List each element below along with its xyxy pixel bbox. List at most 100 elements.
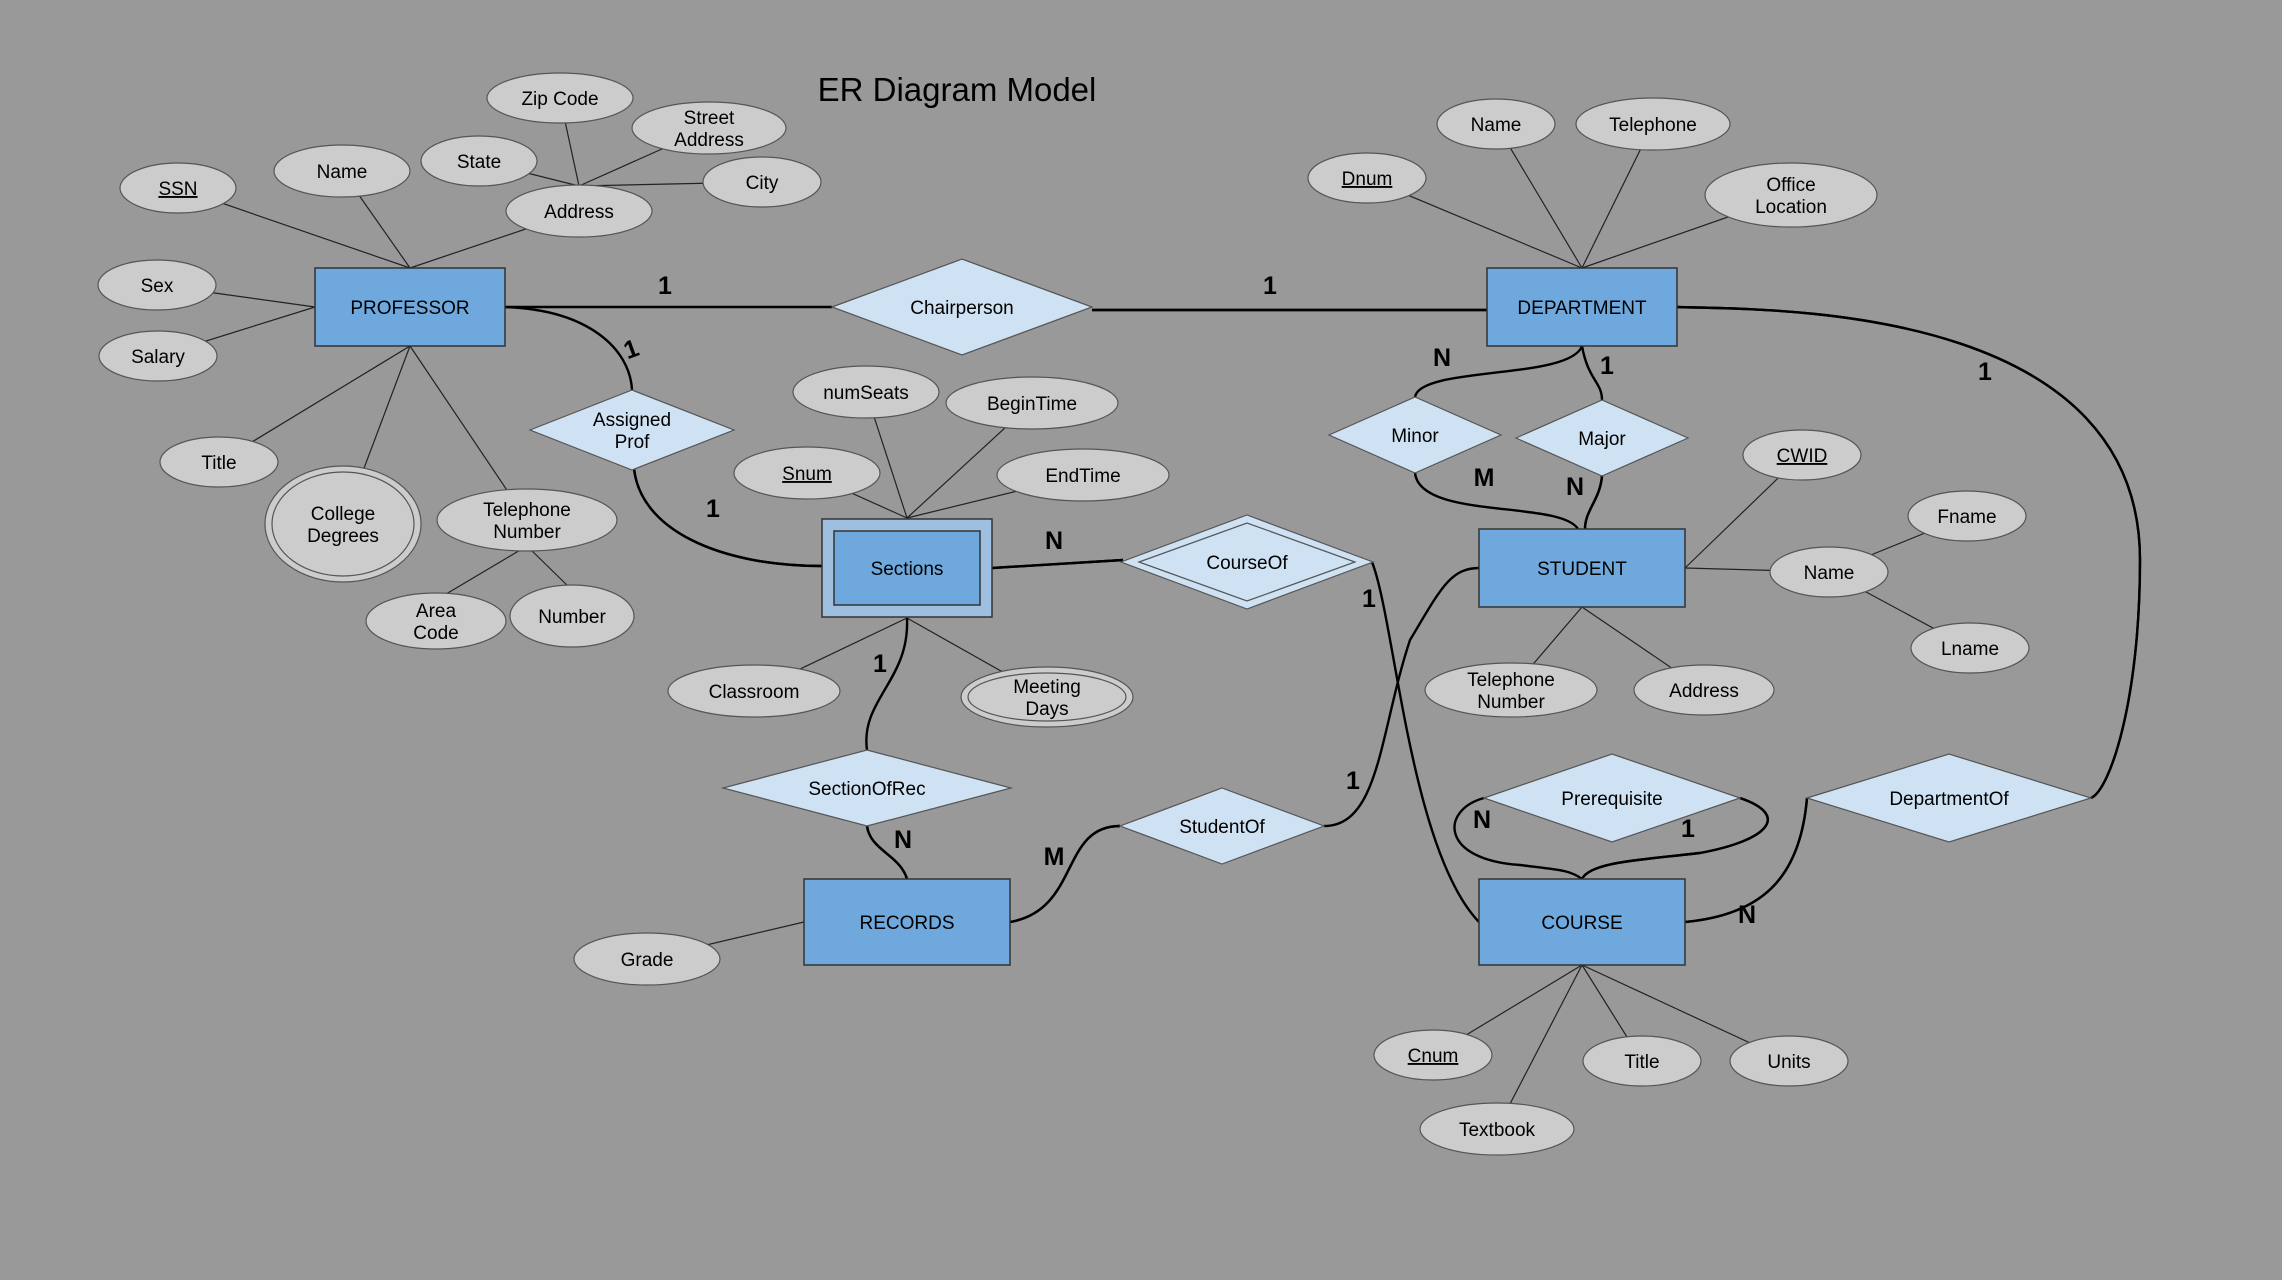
attribute-prof-number[interactable]: Number xyxy=(509,584,635,648)
department-minor-link xyxy=(1413,345,1584,398)
attribute-ellipse xyxy=(436,488,618,552)
relationship-studentof[interactable]: StudentOf xyxy=(1118,787,1326,865)
shape-label: Zip Code xyxy=(521,89,598,110)
attribute-ellipse xyxy=(733,446,881,500)
attribute-prof-city[interactable]: City xyxy=(702,156,822,208)
attribute-prof-ssn[interactable]: SSN xyxy=(119,162,237,214)
shape-label: StudentOf xyxy=(1179,817,1265,838)
attribute-prof-zip[interactable]: Zip Code xyxy=(486,72,634,124)
entity-records[interactable]: RECORDS xyxy=(803,878,1011,966)
cardinality-rec-secrec: N xyxy=(894,826,912,854)
cardinality-crs-courseof: 1 xyxy=(1362,585,1376,613)
attribute-ellipse xyxy=(1910,622,2030,674)
attribute-prof-state[interactable]: State xyxy=(420,135,538,187)
relationship-departmentof[interactable]: DepartmentOf xyxy=(1804,753,2094,843)
attribute-crs-cnum[interactable]: Cnum xyxy=(1373,1029,1493,1081)
attribute-stu-cwid[interactable]: CWID xyxy=(1742,429,1862,481)
attribute-stu-address[interactable]: Address xyxy=(1633,664,1775,716)
shape-label: Address xyxy=(1669,681,1739,702)
shape-label: Name xyxy=(1471,115,1522,136)
shape-label: Name xyxy=(1804,563,1855,584)
attribute-ellipse xyxy=(702,156,822,208)
attribute-ellipse xyxy=(420,135,538,187)
cardinality-prereq-n: N xyxy=(1473,806,1491,834)
shape-label: Minor xyxy=(1391,426,1439,447)
attribute-ellipse xyxy=(119,162,237,214)
entity-box xyxy=(314,267,506,347)
relationship-minor[interactable]: Minor xyxy=(1327,396,1503,474)
entity-box xyxy=(1478,528,1686,608)
entity-student[interactable]: STUDENT xyxy=(1478,528,1686,608)
attribute-ellipse xyxy=(1575,97,1731,151)
relationship-sectionofrec[interactable]: SectionOfRec xyxy=(720,749,1014,827)
prerequisite-course-1-link-inner xyxy=(1580,796,1769,880)
attribute-prof-name[interactable]: Name xyxy=(273,144,411,198)
cardinality-dept-deptof: 1 xyxy=(1978,358,1992,386)
department-departmentof-link-outer xyxy=(1676,305,2142,800)
relationship-courseof[interactable]: CourseOf xyxy=(1119,514,1375,610)
attribute-ellipse xyxy=(1582,1035,1702,1087)
attribute-crs-textbook[interactable]: Textbook xyxy=(1419,1102,1575,1156)
shape-label: Address xyxy=(544,202,614,223)
attribute-ellipse xyxy=(1633,664,1775,716)
major-student-link-inner xyxy=(1583,475,1604,530)
relationship-major[interactable]: Major xyxy=(1514,399,1690,477)
cardinality-prereq-1: 1 xyxy=(1681,815,1695,843)
attribute-prof-salary[interactable]: Salary xyxy=(98,330,218,382)
attribute-ellipse xyxy=(1307,152,1427,204)
attribute-crs-title[interactable]: Title xyxy=(1582,1035,1702,1087)
shape-label: CWID xyxy=(1777,446,1828,467)
attribute-ellipse xyxy=(273,144,411,198)
entity-professor[interactable]: PROFESSOR xyxy=(314,267,506,347)
departmentof-course-link-inner xyxy=(1684,797,1809,924)
shape-label: Textbook xyxy=(1459,1120,1536,1141)
attribute-sec-classroom[interactable]: Classroom xyxy=(667,664,841,718)
entity-box xyxy=(1486,267,1678,347)
attribute-sec-snum[interactable]: Snum xyxy=(733,446,881,500)
attribute-dept-phone[interactable]: Telephone xyxy=(1575,97,1731,151)
shape-label: DepartmentOf xyxy=(1889,789,2009,810)
attribute-prof-title[interactable]: Title xyxy=(159,436,279,488)
shape-label: Cnum xyxy=(1408,1046,1459,1067)
shape-label: Major xyxy=(1578,429,1626,450)
attribute-ellipse xyxy=(1436,98,1556,150)
shape-label: Name xyxy=(317,162,368,183)
attribute-sec-begin[interactable]: BeginTime xyxy=(945,376,1119,430)
attribute-rec-grade[interactable]: Grade xyxy=(573,932,721,986)
attribute-sec-end[interactable]: EndTime xyxy=(996,448,1170,502)
prerequisite-course-n-link xyxy=(1453,796,1583,880)
attribute-dept-dnum[interactable]: Dnum xyxy=(1307,152,1427,204)
weak-entity-inner-box xyxy=(833,530,981,606)
relationship-chairperson[interactable]: Chairperson xyxy=(830,258,1094,356)
entity-sections[interactable]: Sections xyxy=(821,518,993,618)
attribute-dept-name[interactable]: Name xyxy=(1436,98,1556,150)
attribute-sec-numseats[interactable]: numSeats xyxy=(792,365,940,419)
attribute-stu-fname[interactable]: Fname xyxy=(1907,490,2027,542)
relationship-prerequisite[interactable]: Prerequisite xyxy=(1482,753,1742,843)
shape-label: SectionOfRec xyxy=(808,779,925,800)
attribute-stu-lname[interactable]: Lname xyxy=(1910,622,2030,674)
entity-department[interactable]: DEPARTMENT xyxy=(1486,267,1678,347)
attribute-prof-address[interactable]: Address xyxy=(505,184,653,238)
attribute-ellipse xyxy=(1742,429,1862,481)
attribute-stu-name[interactable]: Name xyxy=(1769,546,1889,598)
attribute-crs-units[interactable]: Units xyxy=(1729,1035,1849,1087)
cardinality-sec-courseof: N xyxy=(1045,527,1063,555)
attribute-prof-sex[interactable]: Sex xyxy=(97,259,217,311)
cardinality-dept-minor: N xyxy=(1433,344,1451,372)
entity-course[interactable]: COURSE xyxy=(1478,878,1686,966)
relationship-diamond xyxy=(830,258,1094,356)
